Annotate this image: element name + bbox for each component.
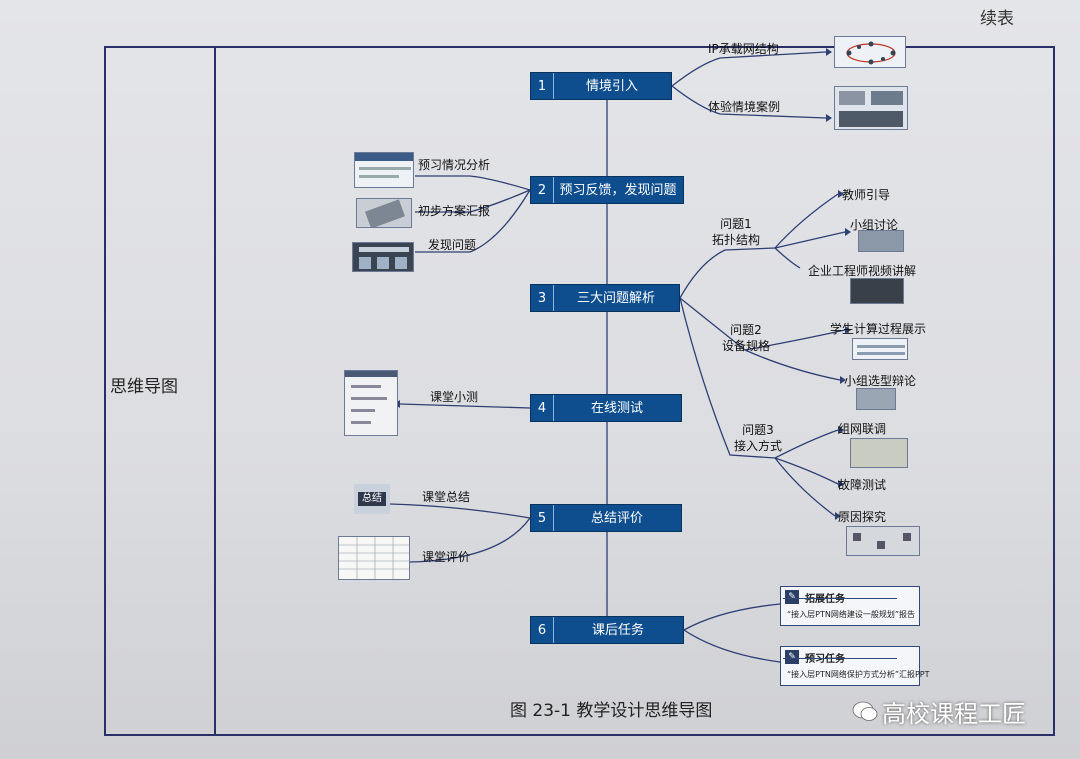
network-debug-thumbnail xyxy=(850,438,908,468)
feedback-branch-problem: 发现问题 xyxy=(428,238,477,252)
step-4-number: 4 xyxy=(531,395,554,421)
step-3-number: 3 xyxy=(531,285,554,311)
preview-task-icon: ✎ xyxy=(785,650,799,664)
step-2-number: 2 xyxy=(531,177,554,203)
evaluation-table-thumbnail xyxy=(338,536,410,580)
calculation-thumbnail xyxy=(852,338,908,360)
step-6-number: 6 xyxy=(531,617,554,643)
row-label: 思维导图 xyxy=(110,377,178,397)
preview-analysis-thumbnail xyxy=(354,152,414,188)
extension-task-desc: “接入层PTN网络建设一般规划”报告 xyxy=(787,610,915,619)
leaf-network-debug: 组网联调 xyxy=(838,422,887,436)
debate-thumbnail xyxy=(856,388,896,410)
leaf-group-discussion: 小组讨论 xyxy=(850,218,899,232)
test-branch-quiz: 课堂小测 xyxy=(430,390,479,404)
problem-1-title: 问题1 xyxy=(720,217,752,231)
step-2-box: 2 预习反馈，发现问题 xyxy=(530,176,684,204)
step-1-box: 1 情境引入 xyxy=(530,72,672,100)
preview-task-title: 预习任务 xyxy=(805,654,845,665)
step-1-label: 情境引入 xyxy=(585,79,638,94)
leaf-teacher-guide: 教师引导 xyxy=(842,188,891,202)
step-6-box: 6 课后任务 xyxy=(530,616,684,644)
extension-task-card: ✎ 拓展任务 “接入层PTN网络建设一般规划”报告 xyxy=(780,586,920,626)
step-2-label: 预习反馈，发现问题 xyxy=(559,183,677,198)
intro-branch-case: 体验情境案例 xyxy=(708,100,781,114)
wechat-icon xyxy=(852,701,878,721)
problem-2-subtitle: 设备规格 xyxy=(721,339,770,353)
feedback-branch-report: 初步方案汇报 xyxy=(418,204,491,218)
figure-caption: 图 23-1 教学设计思维导图 xyxy=(510,701,713,721)
feedback-branch-preview: 预习情况分析 xyxy=(418,158,491,172)
step-4-label: 在线测试 xyxy=(590,401,643,416)
summary-icon: 总结 xyxy=(354,484,390,514)
report-photo-thumbnail xyxy=(356,198,412,228)
leaf-cause-explore: 原因探究 xyxy=(838,510,887,524)
step-6-label: 课后任务 xyxy=(591,623,644,638)
watermark-text: 高校课程工匠 xyxy=(882,700,1026,728)
engineer-video-thumbnail xyxy=(850,278,904,304)
extension-task-title: 拓展任务 xyxy=(805,594,845,605)
leaf-fault-test: 故障测试 xyxy=(838,478,887,492)
preview-task-card: ✎ 预习任务 “接入层PTN网络保护方式分析”汇报PPT xyxy=(780,646,930,686)
problem-2-title: 问题2 xyxy=(730,323,762,337)
problem-3-subtitle: 接入方式 xyxy=(733,439,782,453)
step-3-box: 3 三大问题解析 xyxy=(530,284,680,312)
step-5-number: 5 xyxy=(531,505,554,531)
cause-explore-thumbnail xyxy=(846,526,920,556)
leaf-model-debate: 小组选型辩论 xyxy=(844,374,917,388)
leaf-calculation-show: 学生计算过程展示 xyxy=(830,322,927,336)
problem-screen-thumbnail xyxy=(352,242,414,272)
intro-branch-network: IP承载网结构 xyxy=(708,42,779,56)
continued-label: 续表 xyxy=(980,9,1014,29)
extension-task-icon: ✎ xyxy=(785,590,799,604)
preview-task-desc: “接入层PTN网络保护方式分析”汇报PPT xyxy=(787,670,930,679)
leaf-engineer-video: 企业工程师视频讲解 xyxy=(808,264,917,278)
step-3-label: 三大问题解析 xyxy=(576,291,655,306)
summary-icon-label: 总结 xyxy=(358,492,386,506)
step-5-label: 总结评价 xyxy=(590,511,643,526)
table-frame xyxy=(104,46,1055,736)
problem-1-subtitle: 拓扑结构 xyxy=(711,233,760,247)
summary-branch-evaluation: 课堂评价 xyxy=(422,550,471,564)
network-diagram-thumbnail xyxy=(834,36,906,68)
step-5-box: 5 总结评价 xyxy=(530,504,682,532)
step-4-box: 4 在线测试 xyxy=(530,394,682,422)
quiz-screen-thumbnail xyxy=(344,370,398,436)
table-divider xyxy=(214,46,216,736)
step-1-number: 1 xyxy=(531,73,554,99)
case-photo-thumbnail xyxy=(834,86,908,130)
summary-branch-summary: 课堂总结 xyxy=(422,490,471,504)
problem-3-title: 问题3 xyxy=(742,423,774,437)
group-discussion-thumbnail xyxy=(858,230,904,252)
